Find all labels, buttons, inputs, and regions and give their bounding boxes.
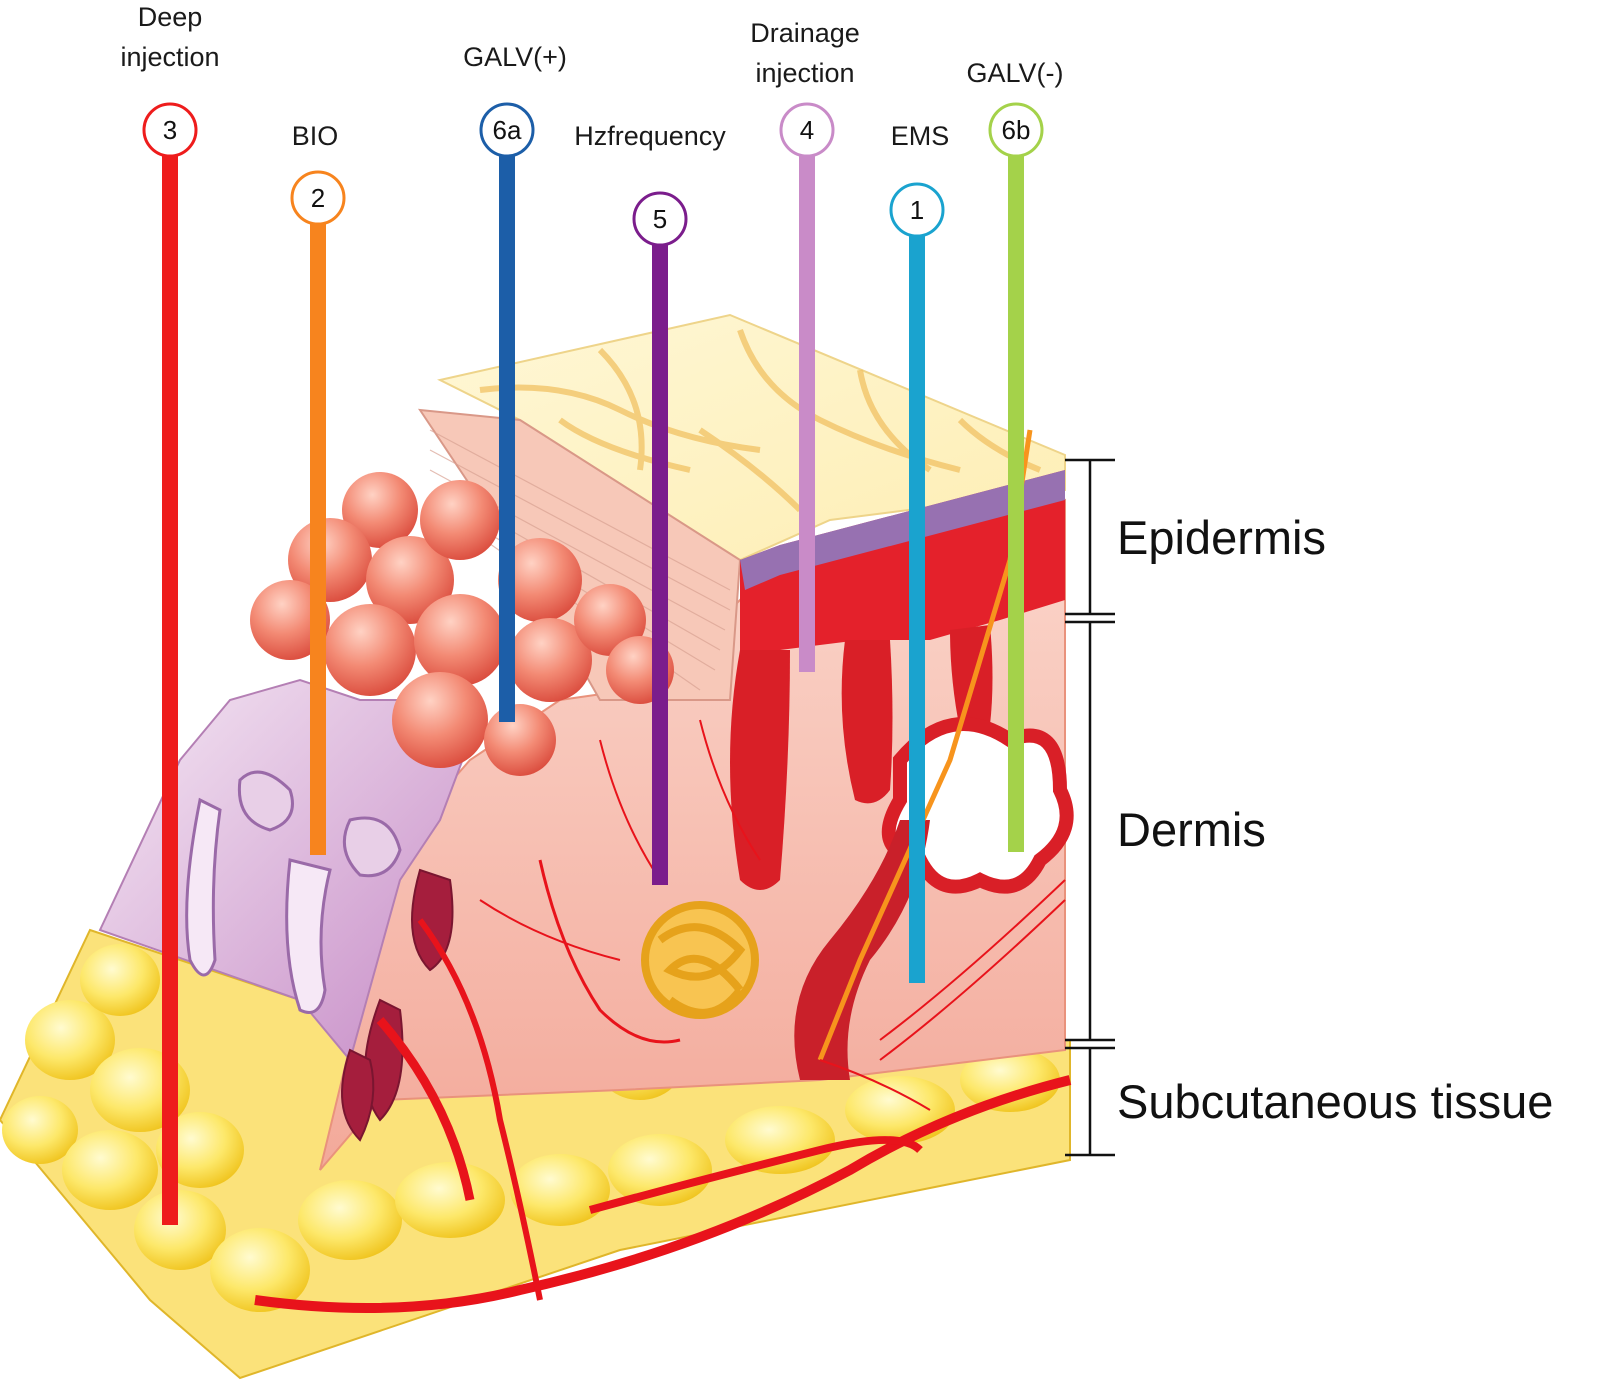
probe-4-label: injection: [755, 58, 854, 88]
layer-brackets: [1065, 458, 1115, 1157]
probe-6a-marker: [479, 102, 535, 158]
layer-label-epidermis: Epidermis: [1117, 511, 1326, 564]
sweat-gland-coil: [641, 901, 759, 1019]
probe-4-label: Drainage: [750, 18, 860, 48]
probe-3-number: 3: [163, 115, 177, 145]
epidermis-bracket: [1065, 458, 1115, 616]
probe-6a: 6a GALV(+): [463, 42, 567, 722]
probe-4-marker: [779, 102, 835, 158]
probe-6b-label: GALV(-): [966, 58, 1063, 88]
probe-3-label: injection: [120, 42, 219, 72]
probe-2: 2 BIO: [290, 121, 346, 855]
tissue-illustration: [0, 313, 1074, 1380]
subcutaneous-bracket: [1065, 1046, 1115, 1157]
probe-1-marker: [889, 182, 945, 238]
probe-2-marker: [290, 170, 346, 226]
probe-5: 5 Hzfrequency: [574, 121, 726, 885]
probe-3-marker: [142, 102, 198, 158]
lymph-vessels: [185, 770, 402, 1014]
skin-surface-texture: [479, 329, 1042, 513]
probe-3-label: Deep: [138, 2, 203, 32]
probe-1-label: EMS: [891, 121, 950, 151]
layer-label-subcutaneous-tissue: Subcutaneous tissue: [1117, 1075, 1553, 1128]
probe-2-number: 2: [311, 183, 325, 213]
blood-vessels: [254, 719, 1072, 1313]
fat-lobules: [250, 472, 674, 776]
probe-1-number: 1: [910, 195, 924, 225]
probe-3: 3 Deep injection: [120, 2, 220, 1225]
probes: 3 Deep injection 2 BIO 6a GALV(+) 5 Hzfrequency 4…: [120, 2, 1064, 1225]
probe-5-number: 5: [653, 204, 667, 234]
dermis-bracket: [1065, 620, 1115, 1042]
probe-5-marker: [632, 191, 688, 247]
probe-6a-number: 6a: [493, 115, 522, 145]
probe-1: 1 EMS: [889, 121, 950, 983]
probe-2-label: BIO: [292, 121, 339, 151]
probe-6b-number: 6b: [1002, 115, 1031, 145]
probe-5-label: Hzfrequency: [574, 121, 726, 151]
probe-6a-label: GALV(+): [463, 42, 567, 72]
probe-6b-marker: [988, 102, 1044, 158]
probe-4: 4 Drainage injection: [750, 18, 860, 672]
layer-label-dermis: Dermis: [1117, 803, 1266, 856]
probe-6b: 6b GALV(-): [966, 58, 1064, 852]
probe-4-number: 4: [800, 115, 814, 145]
